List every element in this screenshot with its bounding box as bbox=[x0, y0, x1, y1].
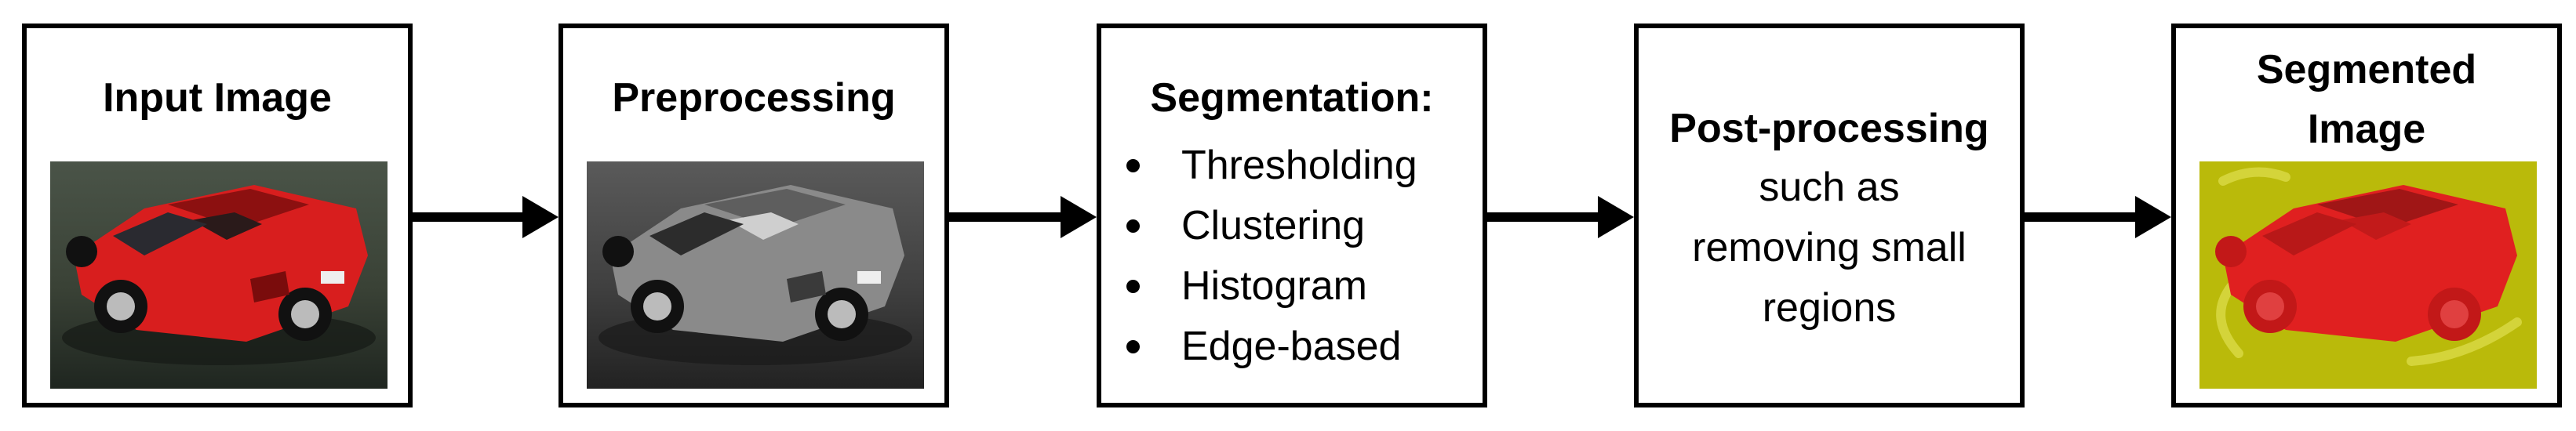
preprocessing-box: Preprocessing bbox=[558, 24, 949, 407]
postprocessing-box: Post-processing such as removing small r… bbox=[1634, 24, 2025, 407]
grayscale-sports-car-photo-icon bbox=[587, 161, 924, 389]
bullet-icon bbox=[1126, 159, 1140, 172]
arrow-input-to-preprocessing bbox=[413, 196, 558, 238]
arrow-segmentation-to-postprocessing bbox=[1487, 196, 1634, 238]
preprocessing-title: Preprocessing bbox=[612, 75, 896, 121]
list-item: Edge-based bbox=[1117, 317, 1417, 377]
segmentation-methods-list: Thresholding Clustering Histogram Edge-b… bbox=[1117, 136, 1417, 377]
input-image-box: Input Image bbox=[22, 24, 413, 407]
list-item: Clustering bbox=[1117, 196, 1417, 256]
postprocessing-line-2: removing small bbox=[1692, 225, 1967, 270]
postprocessing-title: Post-processing bbox=[1669, 106, 1989, 151]
postprocessing-line-3: regions bbox=[1762, 285, 1897, 331]
method-label: Clustering bbox=[1181, 203, 1366, 248]
red-sports-car-photo-icon bbox=[50, 161, 387, 389]
segmented-title-line-1: Segmented bbox=[2256, 47, 2477, 92]
method-label: Histogram bbox=[1181, 263, 1367, 309]
segmented-car-image bbox=[2199, 161, 2537, 389]
arrow-postprocessing-to-output bbox=[2025, 196, 2171, 238]
bullet-icon bbox=[1126, 219, 1140, 233]
segmentation-box: Segmentation: Thresholding Clustering Hi… bbox=[1097, 24, 1487, 407]
list-item: Histogram bbox=[1117, 256, 1417, 317]
segmented-title-line-2: Image bbox=[2307, 107, 2426, 152]
bullet-icon bbox=[1126, 340, 1140, 353]
segmentation-title: Segmentation: bbox=[1150, 75, 1434, 121]
grayscale-car-image bbox=[587, 161, 924, 389]
input-car-image bbox=[50, 161, 387, 389]
postprocessing-line-1: such as bbox=[1759, 165, 1900, 210]
segmented-image-box: Segmented Image bbox=[2171, 24, 2562, 407]
arrow-preprocessing-to-segmentation bbox=[949, 196, 1097, 238]
method-label: Thresholding bbox=[1181, 143, 1417, 188]
list-item: Thresholding bbox=[1117, 136, 1417, 196]
method-label: Edge-based bbox=[1181, 324, 1402, 369]
segmented-car-overlay-icon bbox=[2199, 161, 2537, 389]
bullet-icon bbox=[1126, 280, 1140, 293]
input-image-title: Input Image bbox=[103, 75, 332, 121]
